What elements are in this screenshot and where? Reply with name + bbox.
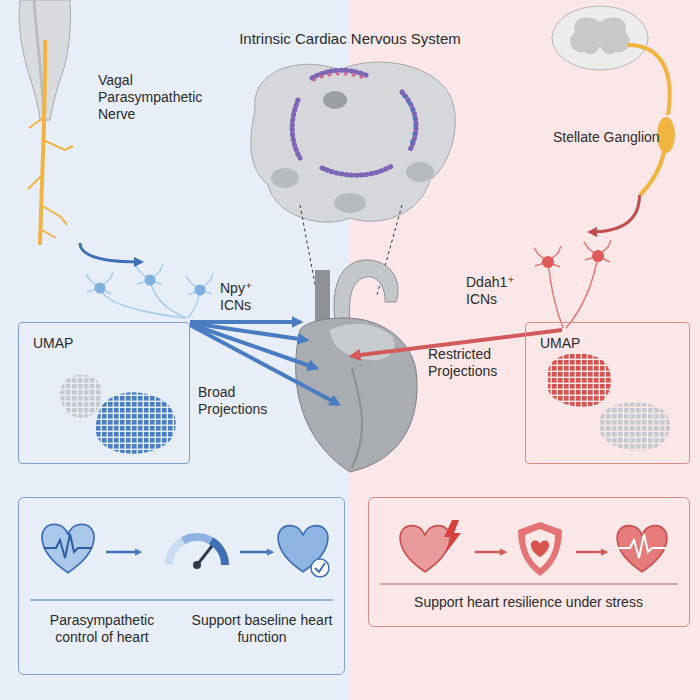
gauge-arc xyxy=(169,541,183,565)
neuron-soma xyxy=(95,283,106,294)
node-text: Stellate Ganglion xyxy=(553,129,693,146)
check-badge xyxy=(311,559,329,577)
neuron-soma xyxy=(592,250,604,262)
aorta xyxy=(334,260,398,322)
ganglion-plexus xyxy=(402,92,416,150)
neuron-process xyxy=(566,240,611,328)
pulmonary-vein xyxy=(271,168,299,188)
diagram-title: Intrinsic Cardiac Nervous System xyxy=(0,30,700,47)
heart-icon xyxy=(531,540,549,557)
umap-cluster-blue xyxy=(96,392,176,453)
neuron-process xyxy=(534,246,563,328)
vessel xyxy=(323,91,347,109)
umap-cluster-grey xyxy=(60,374,102,418)
umap-cluster-red xyxy=(548,353,611,407)
pulmonary-vein xyxy=(406,162,434,182)
nerve-source: Stellate Ganglion xyxy=(545,5,695,195)
node-text: Ddah1⁺ ICNs xyxy=(466,274,532,308)
shield-icon xyxy=(518,522,562,576)
neuron-process xyxy=(86,272,185,318)
projection-label: Broad Projections xyxy=(198,384,290,418)
flow-arrow xyxy=(240,551,272,554)
shield-inner xyxy=(525,529,555,568)
ganglion-plexus xyxy=(404,96,415,146)
ganglion-plexus xyxy=(314,74,366,80)
node-text: Support heart resilience under stress xyxy=(369,594,688,611)
divider-line xyxy=(30,599,333,601)
heart-icon xyxy=(42,524,94,572)
sympathetic-nerve xyxy=(640,152,664,195)
neuron-process xyxy=(136,264,186,318)
flow-arrow xyxy=(106,551,140,554)
vagus-nerve xyxy=(40,40,45,245)
umap-box: UMAP xyxy=(525,322,690,464)
neuron-process xyxy=(186,274,213,318)
projection-label: Restricted Projections xyxy=(428,346,523,380)
brainstem-stripe xyxy=(34,0,44,110)
ganglion-plexus xyxy=(322,166,392,175)
neuron-group: Npy⁺ ICNs xyxy=(55,262,270,342)
nerve-branches xyxy=(28,118,73,238)
ecg-line xyxy=(44,534,92,558)
nerve-connector xyxy=(590,195,640,232)
node-text: UMAP xyxy=(33,335,133,352)
flow-arrow xyxy=(475,551,505,554)
neuron-soma xyxy=(542,256,554,268)
nerve-connector xyxy=(80,243,141,262)
pulmonary-vein xyxy=(334,193,366,213)
lightning-bolt xyxy=(444,520,461,554)
flow-arrow xyxy=(576,551,606,554)
ganglia-dots xyxy=(292,70,416,175)
neuron-soma xyxy=(145,275,156,286)
node-text: Parasympathetic control of heart xyxy=(27,612,177,646)
function-box: Support heart resilience under stress xyxy=(368,497,690,627)
check-mark xyxy=(315,563,325,572)
node-text: UMAP xyxy=(540,335,640,352)
heart-body xyxy=(296,318,417,472)
gauge-arc xyxy=(183,537,211,541)
gauge-hub xyxy=(193,561,201,569)
umap-cluster-grey xyxy=(600,403,670,451)
umap-box: UMAP xyxy=(18,322,190,464)
node-text: Support baseline heart function xyxy=(186,612,338,646)
divider-line xyxy=(380,583,678,585)
stellate-ganglion xyxy=(657,117,675,153)
heart-icon xyxy=(617,526,667,572)
atria xyxy=(251,62,456,222)
projection-arrow xyxy=(190,324,316,368)
septum-line xyxy=(352,368,362,468)
heart-icon xyxy=(400,526,450,572)
ecg-line xyxy=(618,534,666,558)
nerve-source: Vagal Parasympathetic Nerve xyxy=(10,8,185,243)
node-text: Npy⁺ ICNs xyxy=(220,280,270,314)
ddah1-neurons xyxy=(534,240,611,328)
gauge-arc xyxy=(211,541,225,565)
neuron-soma xyxy=(195,285,206,296)
neuron-group: Ddah1⁺ ICNs xyxy=(462,232,622,327)
npy-neurons xyxy=(86,264,213,318)
sympathetic-nerve xyxy=(628,45,670,115)
function-box: Parasympathetic control of heart Support … xyxy=(18,497,345,675)
node-text: Vagal Parasympathetic Nerve xyxy=(98,72,190,122)
grey-matter xyxy=(570,17,629,54)
ganglion-plexus xyxy=(292,100,300,158)
spinal-cord xyxy=(552,6,648,70)
